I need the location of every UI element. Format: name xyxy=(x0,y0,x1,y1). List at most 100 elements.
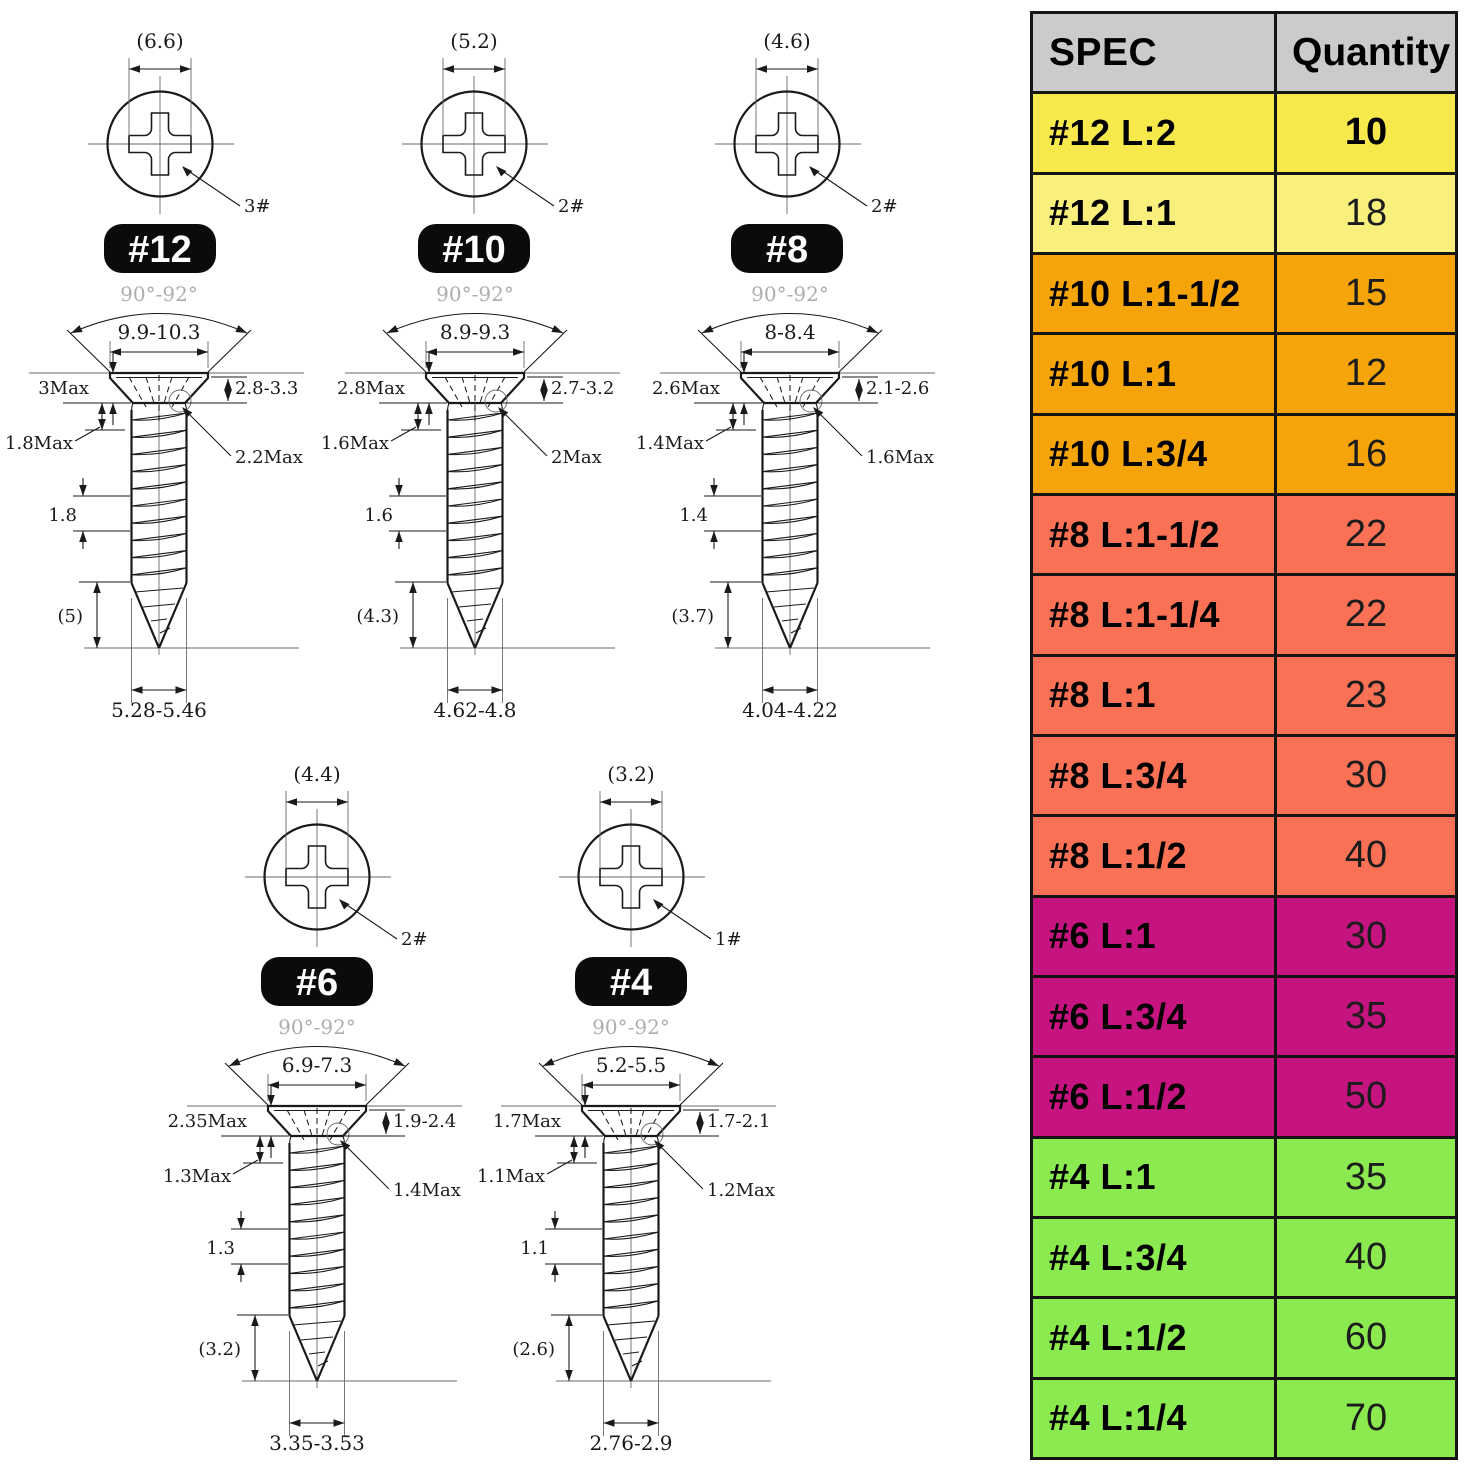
size-badge-label: #4 xyxy=(610,962,652,1004)
bit-size-label: 3# xyxy=(244,196,271,217)
thread-crest-line xyxy=(289,1283,345,1292)
tip-cone-line xyxy=(288,1315,319,1382)
dim-arrow xyxy=(741,348,752,356)
angle-arc xyxy=(386,312,564,334)
dim-arrow xyxy=(653,899,664,910)
bit-leader-line xyxy=(810,167,868,207)
recess-hidden-line xyxy=(487,376,506,408)
dim-arrow xyxy=(129,65,140,73)
thread-crest-line xyxy=(603,1283,659,1292)
spec-cell: #10 L:3/4 xyxy=(1049,433,1208,475)
thread-crest-line xyxy=(289,1197,345,1206)
fillet-leader-line xyxy=(814,408,863,457)
major-diameter-label: 4.04-4.22 xyxy=(742,698,838,722)
head-width-label: 5.2-5.5 xyxy=(596,1053,666,1077)
thread-crest-line xyxy=(762,412,818,421)
dim-arrow xyxy=(382,1112,390,1123)
qty-cell: 15 xyxy=(1274,254,1455,333)
neck-leader-line xyxy=(546,1159,573,1175)
qty-cell: 35 xyxy=(1274,1138,1455,1216)
thread-root-line xyxy=(762,550,818,559)
tip-thread-line xyxy=(292,1320,342,1326)
tip-length-label: (3.2) xyxy=(198,1339,241,1360)
tip-thread-line xyxy=(458,603,492,608)
thread-root-line xyxy=(447,412,503,421)
thread-root-line xyxy=(131,567,187,576)
thread-crest-line xyxy=(131,532,187,541)
spec-cell: #10 L:1-1/2 xyxy=(1049,272,1241,314)
dim-arrow xyxy=(382,1123,390,1134)
angle-fan-line xyxy=(365,1062,410,1106)
thread-crest-line xyxy=(289,1179,345,1188)
thread-crest-line xyxy=(447,567,503,576)
thread-crest-line xyxy=(447,446,503,455)
tip-length-label: (4.3) xyxy=(356,606,399,627)
dim-arrow xyxy=(393,1058,405,1066)
thread-root-line xyxy=(289,1265,345,1275)
fillet-leader-line xyxy=(341,1141,390,1190)
recess-hidden-line xyxy=(635,1109,645,1137)
angle-arc xyxy=(228,1045,406,1067)
qty-cell: 35 xyxy=(1274,977,1455,1056)
neck-length-label: 1.3Max xyxy=(163,1166,231,1187)
bit-leader-line xyxy=(340,900,398,940)
dim-arrow xyxy=(414,419,422,430)
thread-root-line xyxy=(762,429,818,438)
dim-arrow xyxy=(93,637,101,648)
dim-arrow xyxy=(696,1112,704,1123)
dim-arrow xyxy=(647,1419,659,1427)
tip-length-label: (3.7) xyxy=(671,606,714,627)
dim-arrow xyxy=(740,362,748,373)
recess-hidden-line xyxy=(461,376,471,404)
neck-leader-line xyxy=(705,426,732,442)
dim-arrow xyxy=(710,485,718,496)
dim-arrow xyxy=(180,65,191,73)
spec-cell: #8 L:1-1/4 xyxy=(1049,593,1221,635)
neck-length-label: 1.8Max xyxy=(5,433,73,454)
dim-arrow xyxy=(540,390,548,401)
dim-arrow xyxy=(109,403,117,414)
dim-arrow xyxy=(702,325,714,333)
dim-arrow xyxy=(496,166,507,177)
angle-arc xyxy=(701,312,879,334)
dim-arrow xyxy=(237,1218,245,1229)
table-row: #10 L:1-1/2 15 xyxy=(1033,251,1455,333)
countersink-depth-label: 1.7-2.1 xyxy=(707,1111,770,1132)
dim-arrow xyxy=(93,582,101,593)
spec-cell: #6 L:3/4 xyxy=(1049,995,1188,1037)
recess-hidden-line xyxy=(759,376,778,408)
thread-root-line xyxy=(762,498,818,507)
dim-arrow xyxy=(229,1058,241,1066)
thread-root-line xyxy=(603,1179,659,1189)
dim-arrow xyxy=(543,1058,555,1066)
dim-arrow xyxy=(425,362,433,373)
dim-arrow xyxy=(855,390,863,401)
thread-root-line xyxy=(447,532,503,542)
dim-arrow xyxy=(355,1081,366,1089)
countersink-angle-label: 90°-92° xyxy=(592,1015,670,1039)
angle-fan-line xyxy=(697,329,742,373)
head-diameter-label: (4.4) xyxy=(293,762,340,786)
dim-arrow xyxy=(740,403,748,414)
phillips-recess xyxy=(599,845,663,909)
fillet-leader-line xyxy=(183,408,232,457)
thread-crest-line xyxy=(289,1248,345,1257)
dim-arrow xyxy=(235,325,247,333)
dim-arrow xyxy=(409,637,417,648)
thread-crest-line xyxy=(762,550,818,559)
tip-thread-line xyxy=(142,603,176,608)
thread-root-line xyxy=(289,1162,345,1171)
angle-arc xyxy=(542,1045,720,1067)
major-diameter-label: 2.76-2.9 xyxy=(589,1431,672,1455)
fillet-leader-line xyxy=(499,408,548,457)
dim-arrow xyxy=(866,325,878,333)
thread-pitch-label: 1.4 xyxy=(679,505,708,526)
thread-crest-line xyxy=(131,464,187,473)
